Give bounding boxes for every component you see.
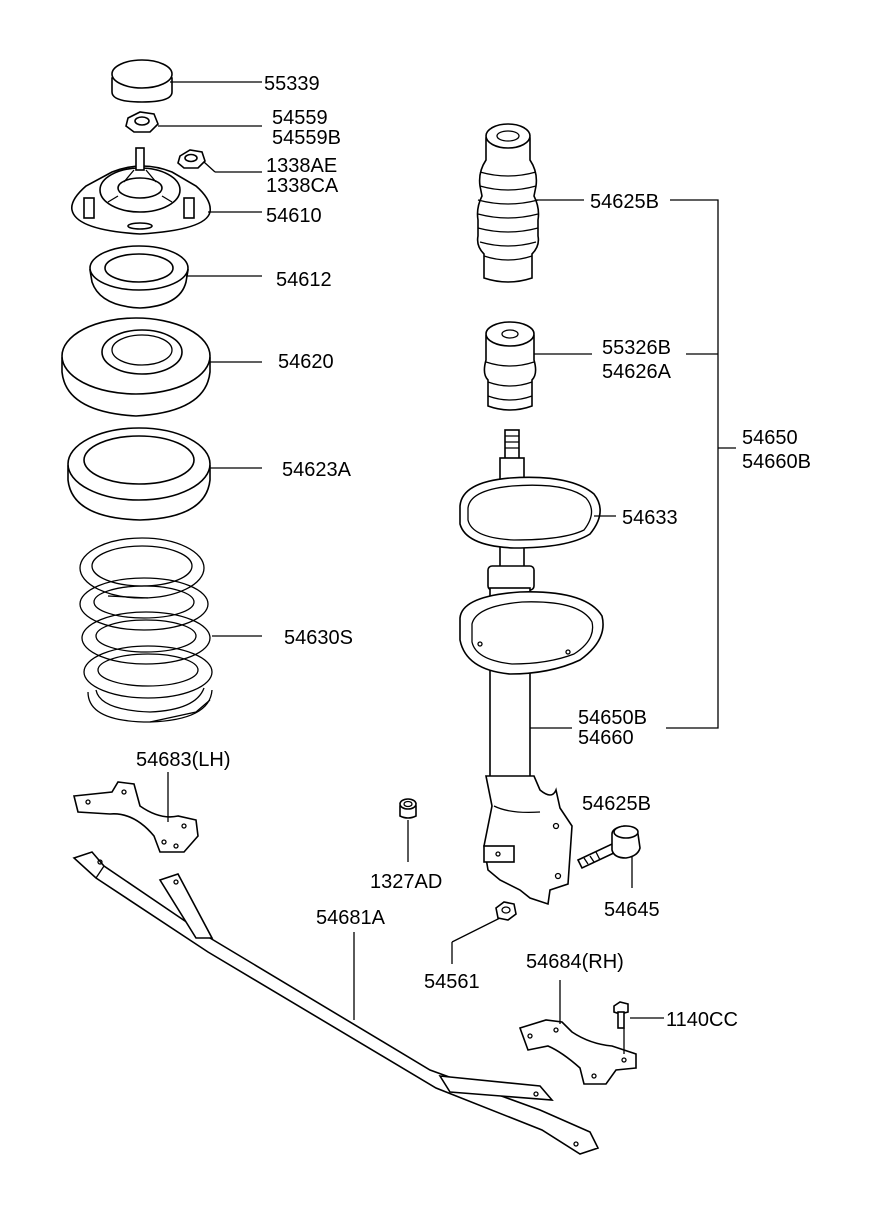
label-1338ae: 1338AE xyxy=(266,155,337,177)
stabilizer-bar-part xyxy=(72,851,600,1155)
label-54559: 54559 xyxy=(272,107,328,129)
label-54683-lh: 54683(LH) xyxy=(136,749,231,771)
spring-seat-part xyxy=(67,427,211,521)
label-54626a: 54626A xyxy=(602,361,672,383)
label-54630s: 54630S xyxy=(284,627,353,649)
spring-insulator-part xyxy=(459,476,601,549)
label-54650: 54650 xyxy=(742,427,798,449)
label-54650b: 54650B xyxy=(578,707,647,729)
lock-nut-part xyxy=(125,111,159,133)
label-54623a: 54623A xyxy=(282,459,352,481)
dust-boot-part xyxy=(476,123,540,283)
label-1338ca: 1338CA xyxy=(266,175,339,197)
label-54561: 54561 xyxy=(424,971,480,993)
hex-nut-part xyxy=(399,798,417,819)
label-54610: 54610 xyxy=(266,205,322,227)
label-54625b-bottom: 54625B xyxy=(582,793,651,815)
part-number-labels: 55339 54559 54559B 1338AE 1338CA 54610 5… xyxy=(136,73,811,1031)
label-54633: 54633 xyxy=(622,507,678,529)
upper-spring-pad-part xyxy=(61,317,211,417)
label-1327ad: 1327AD xyxy=(370,871,442,893)
lh-bracket-part xyxy=(73,781,199,853)
label-54660b: 54660B xyxy=(742,451,811,473)
label-54681a: 54681A xyxy=(316,907,386,929)
label-54660: 54660 xyxy=(578,727,634,749)
bump-stop-part xyxy=(483,321,537,411)
dust-cap-part xyxy=(111,59,173,103)
bolt-1140cc-part xyxy=(613,1001,629,1029)
label-54612: 54612 xyxy=(276,269,332,291)
label-54620: 54620 xyxy=(278,351,334,373)
label-55339: 55339 xyxy=(264,73,320,95)
coil-spring-part xyxy=(79,537,213,723)
label-1140cc: 1140CC xyxy=(666,1009,738,1031)
flange-nut-part xyxy=(177,149,206,169)
label-54625b-top: 54625B xyxy=(590,191,659,213)
strut-mount-part xyxy=(70,147,212,235)
rh-bracket-part xyxy=(518,1019,637,1085)
bracket-nut-part xyxy=(495,901,517,921)
leader-lines xyxy=(158,81,736,1054)
label-54645: 54645 xyxy=(604,899,660,921)
strut-bearing-part xyxy=(89,245,189,309)
strut-spring-seat-part xyxy=(459,591,604,675)
label-54559b: 54559B xyxy=(272,127,341,149)
strut-bolt-part xyxy=(576,825,641,870)
label-54684-rh: 54684(RH) xyxy=(526,951,624,973)
label-55326b: 55326B xyxy=(602,337,671,359)
